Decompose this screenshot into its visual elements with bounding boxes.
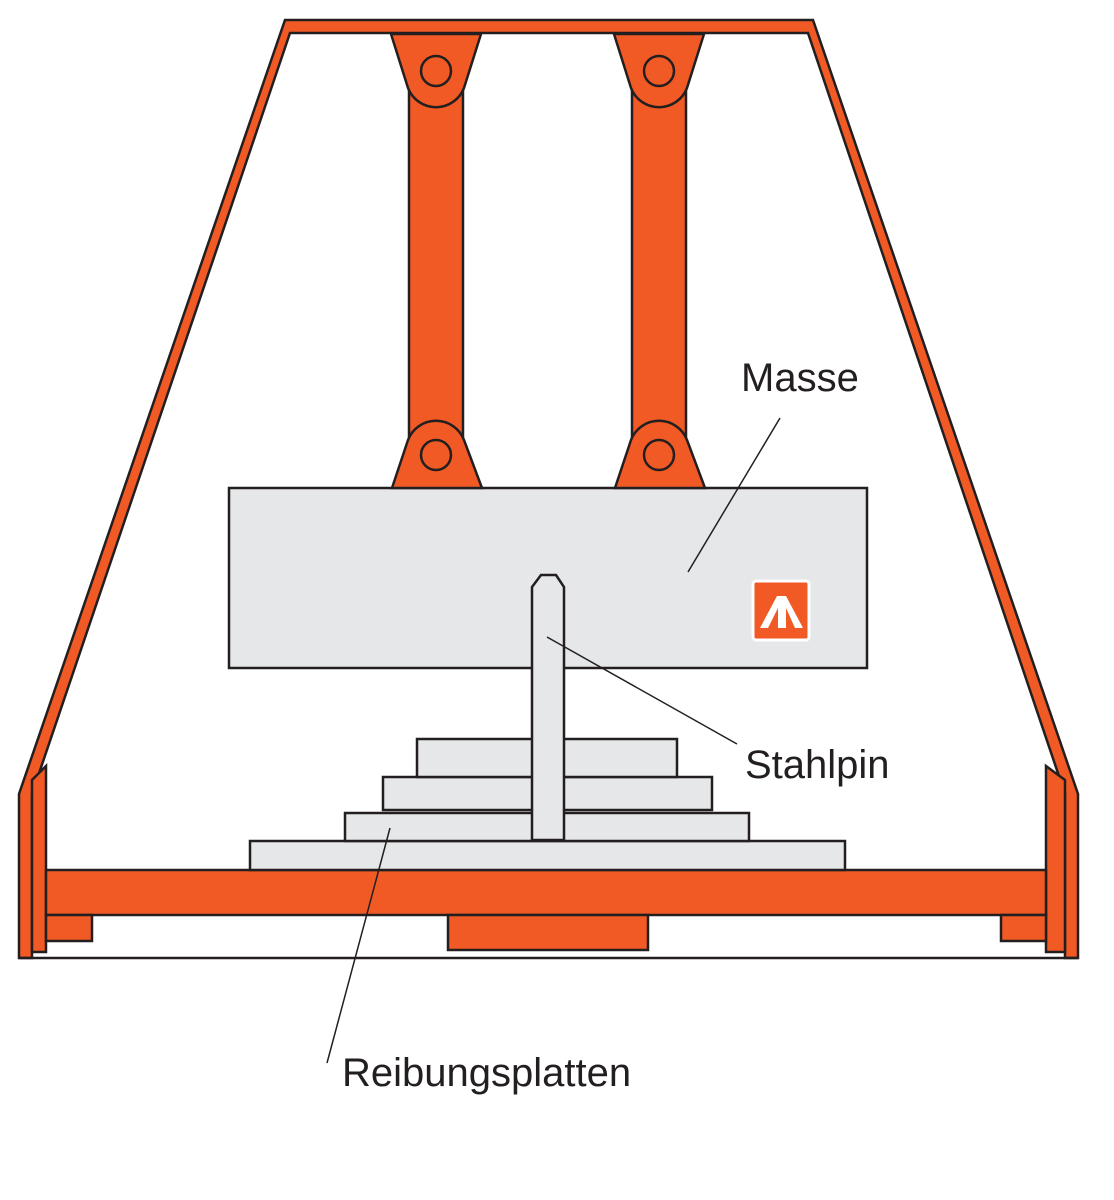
foot-right bbox=[999, 913, 1048, 943]
link-bar bbox=[630, 86, 688, 440]
label-mass: Masse bbox=[741, 356, 859, 400]
link-bottom-lug bbox=[613, 419, 707, 490]
friction-plate bbox=[248, 839, 847, 872]
leader-line-plates bbox=[326, 827, 391, 1064]
link-top-lug bbox=[612, 32, 706, 109]
pivot-pin bbox=[642, 438, 676, 472]
leader-line-pin bbox=[546, 636, 738, 745]
logo-mark bbox=[760, 596, 803, 628]
hanger-link-left bbox=[389, 32, 484, 490]
base-beam bbox=[44, 868, 1048, 917]
link-bottom-lug bbox=[390, 419, 484, 490]
steel-pin bbox=[530, 573, 566, 842]
right-post bbox=[1044, 763, 1067, 954]
brand-logo-icon bbox=[751, 579, 811, 642]
foot-left bbox=[44, 913, 94, 943]
hanger-link-right bbox=[612, 32, 707, 490]
label-pin: Stahlpin bbox=[745, 743, 890, 787]
pivot-pin bbox=[419, 54, 453, 88]
leader-line-mass bbox=[687, 417, 781, 573]
link-top-lug bbox=[389, 32, 483, 109]
left-post bbox=[30, 762, 48, 954]
link-bar bbox=[407, 86, 465, 440]
pivot-pin bbox=[419, 438, 453, 472]
pivot-pin bbox=[642, 54, 676, 88]
foot-center bbox=[446, 913, 650, 952]
label-plates: Reibungsplatten bbox=[342, 1051, 631, 1095]
